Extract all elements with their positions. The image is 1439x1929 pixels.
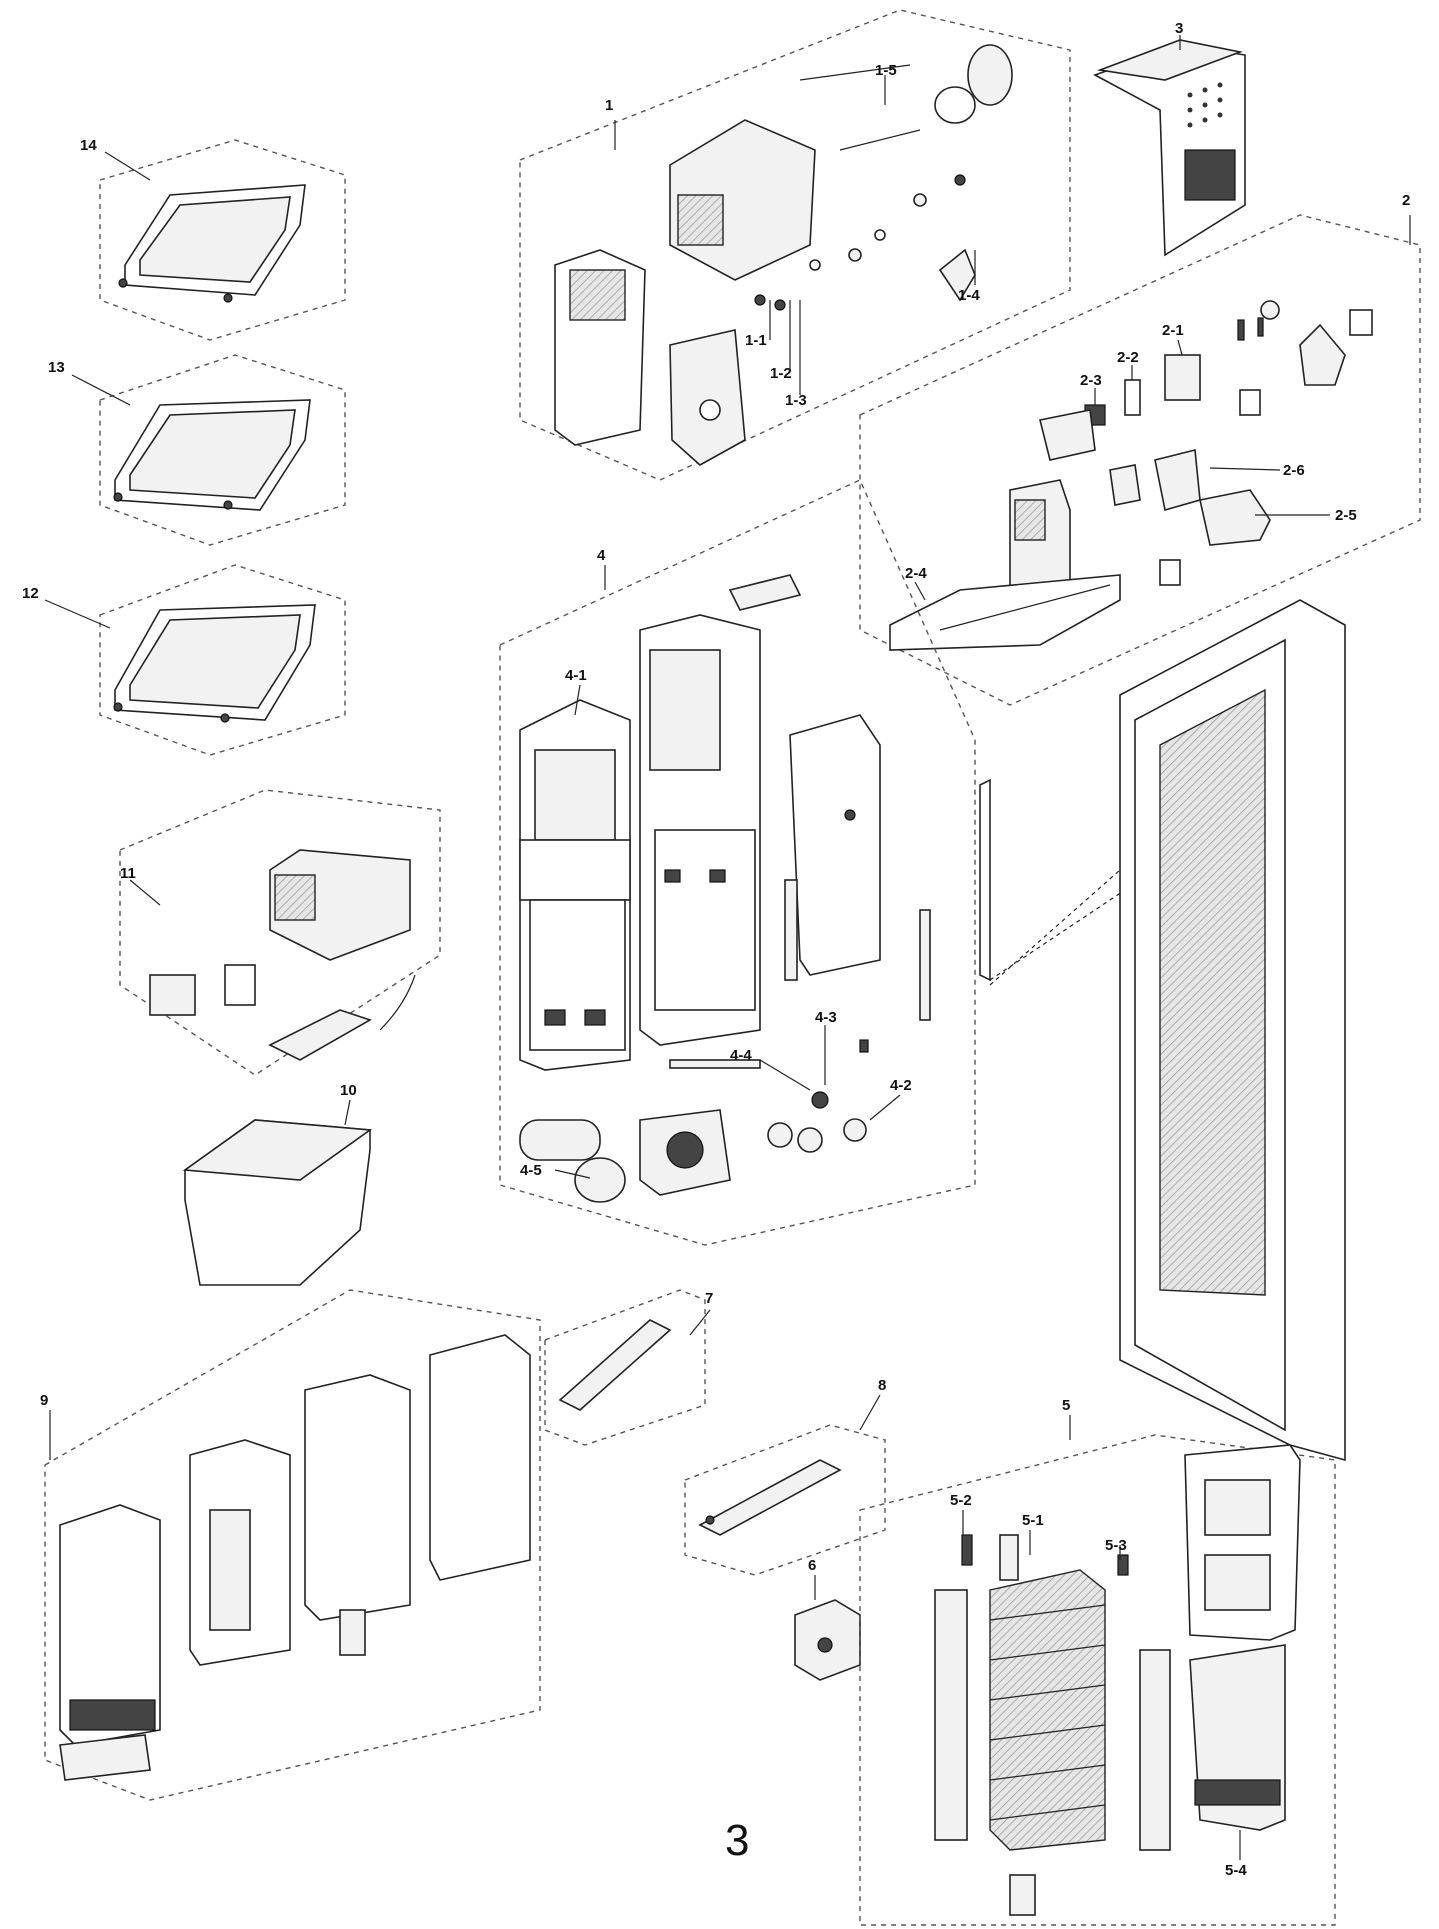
label-4-2: 4-2 xyxy=(890,1077,912,1094)
dispenser-housing-group-4: 4 4-1 4-2 4-3 4-4 4-5 xyxy=(499,479,1201,1246)
label-1: 1 xyxy=(605,97,613,114)
water-valve-group-2: 2 2-1 2-2 2-3 2-4 2-5 2-6 xyxy=(859,192,1421,706)
label-13: 13 xyxy=(48,359,65,376)
label-5-3: 5-3 xyxy=(1105,1537,1127,1554)
evaporator-coil xyxy=(989,1569,1106,1851)
label-1-4: 1-4 xyxy=(958,287,980,304)
label-2-6: 2-6 xyxy=(1283,462,1305,479)
label-8: 8 xyxy=(878,1377,886,1394)
label-4-4: 4-4 xyxy=(730,1047,752,1064)
rail-group-7: 7 xyxy=(544,1289,713,1446)
label-7: 7 xyxy=(705,1290,713,1307)
label-4-5: 4-5 xyxy=(520,1162,542,1179)
label-5-2: 5-2 xyxy=(950,1492,972,1509)
label-2-1: 2-1 xyxy=(1162,322,1184,339)
shelf-group-13: 13 xyxy=(48,354,346,546)
label-2: 2 xyxy=(1402,192,1410,209)
label-5-1: 5-1 xyxy=(1022,1512,1044,1529)
label-2-4: 2-4 xyxy=(905,565,927,582)
label-4-1: 4-1 xyxy=(565,667,587,684)
label-10: 10 xyxy=(340,1082,357,1099)
label-4-3: 4-3 xyxy=(815,1009,837,1026)
label-9: 9 xyxy=(40,1392,48,1409)
ice-maker-group-11: 11 xyxy=(119,789,441,1076)
refrigerator-door xyxy=(1119,599,1346,1462)
shelf-group-12: 12 xyxy=(22,564,346,756)
cover-plate-3: 3 xyxy=(1093,20,1246,257)
shelf-group-14: 14 xyxy=(80,137,346,341)
label-6: 6 xyxy=(808,1557,816,1574)
label-3: 3 xyxy=(1175,20,1183,37)
ice-dispenser-group-1: 1 1-5 1-1 1-2 1-3 1-4 xyxy=(519,9,1071,481)
label-5: 5 xyxy=(1062,1397,1070,1414)
label-2-2: 2-2 xyxy=(1117,349,1139,366)
panel-group-9: 9 xyxy=(40,1289,541,1801)
label-14: 14 xyxy=(80,137,97,154)
label-2-5: 2-5 xyxy=(1335,507,1357,524)
rail-group-8: 8 xyxy=(684,1377,886,1576)
page-number: 3 xyxy=(725,1816,749,1865)
label-1-1: 1-1 xyxy=(745,332,767,349)
label-11: 11 xyxy=(120,865,136,882)
label-4: 4 xyxy=(597,547,606,564)
switch-6: 6 xyxy=(794,1557,861,1681)
label-1-3: 1-3 xyxy=(785,392,807,409)
label-5-4: 5-4 xyxy=(1225,1862,1247,1879)
evaporator-group-5: 5 5-2 5-1 5-3 5-4 xyxy=(859,1397,1336,1926)
label-1-2: 1-2 xyxy=(770,365,792,382)
label-2-3: 2-3 xyxy=(1080,372,1102,389)
label-12: 12 xyxy=(22,585,39,602)
bin-10: 10 xyxy=(182,1082,373,1286)
label-1-5: 1-5 xyxy=(875,62,897,79)
